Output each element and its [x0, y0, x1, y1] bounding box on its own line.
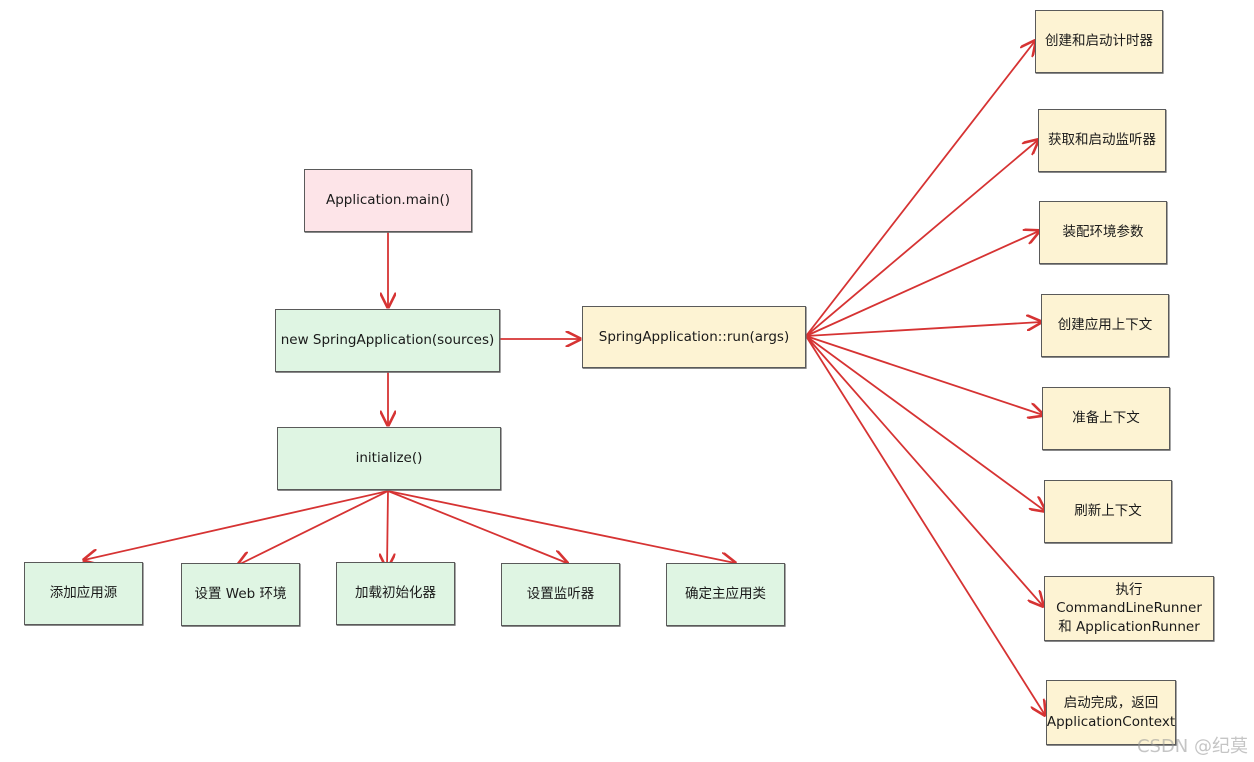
run-step-runners: 执行 CommandLineRunner 和 ApplicationRunner	[1044, 576, 1214, 641]
run-node: SpringApplication::run(args)	[582, 306, 806, 368]
run-step-refresh-context: 刷新上下文	[1044, 480, 1172, 543]
csdn-watermark: CSDN @纪莫	[1136, 736, 1248, 757]
run-step-complete: 启动完成，返回 ApplicationContext	[1046, 680, 1176, 745]
run-step-create-context: 创建应用上下文	[1041, 294, 1169, 357]
run-step-timer: 创建和启动计时器	[1035, 10, 1163, 73]
init-step-initializers: 加载初始化器	[336, 562, 455, 625]
arrow-run-to-r7	[805, 335, 1045, 715]
main-node: Application.main()	[304, 169, 472, 232]
arrow-init-to-i2	[387, 490, 388, 568]
run-step-environment: 装配环境参数	[1039, 201, 1167, 264]
initialize-node: initialize()	[277, 427, 501, 490]
init-step-main-class: 确定主应用类	[666, 563, 785, 626]
arrow-run-to-r6	[805, 335, 1043, 606]
arrow-init-to-i1	[238, 490, 389, 565]
arrow-run-to-r5	[805, 335, 1045, 511]
init-step-listeners: 设置监听器	[501, 563, 620, 626]
arrow-run-to-r3	[805, 322, 1041, 337]
arrow-init-to-i0	[84, 490, 389, 560]
init-step-add-sources: 添加应用源	[24, 562, 143, 625]
run-step-prepare-context: 准备上下文	[1042, 387, 1170, 450]
arrow-run-to-r4	[805, 335, 1043, 415]
arrow-init-to-i3	[387, 490, 567, 563]
init-step-web-env: 设置 Web 环境	[181, 563, 300, 626]
arrow-run-to-r1	[805, 140, 1038, 337]
run-step-listeners: 获取和启动监听器	[1038, 109, 1166, 172]
arrow-run-to-r0	[805, 41, 1035, 337]
arrow-run-to-r2	[805, 231, 1039, 337]
new-springapplication-node: new SpringApplication(sources)	[275, 309, 500, 372]
arrow-init-to-i4	[387, 490, 735, 563]
